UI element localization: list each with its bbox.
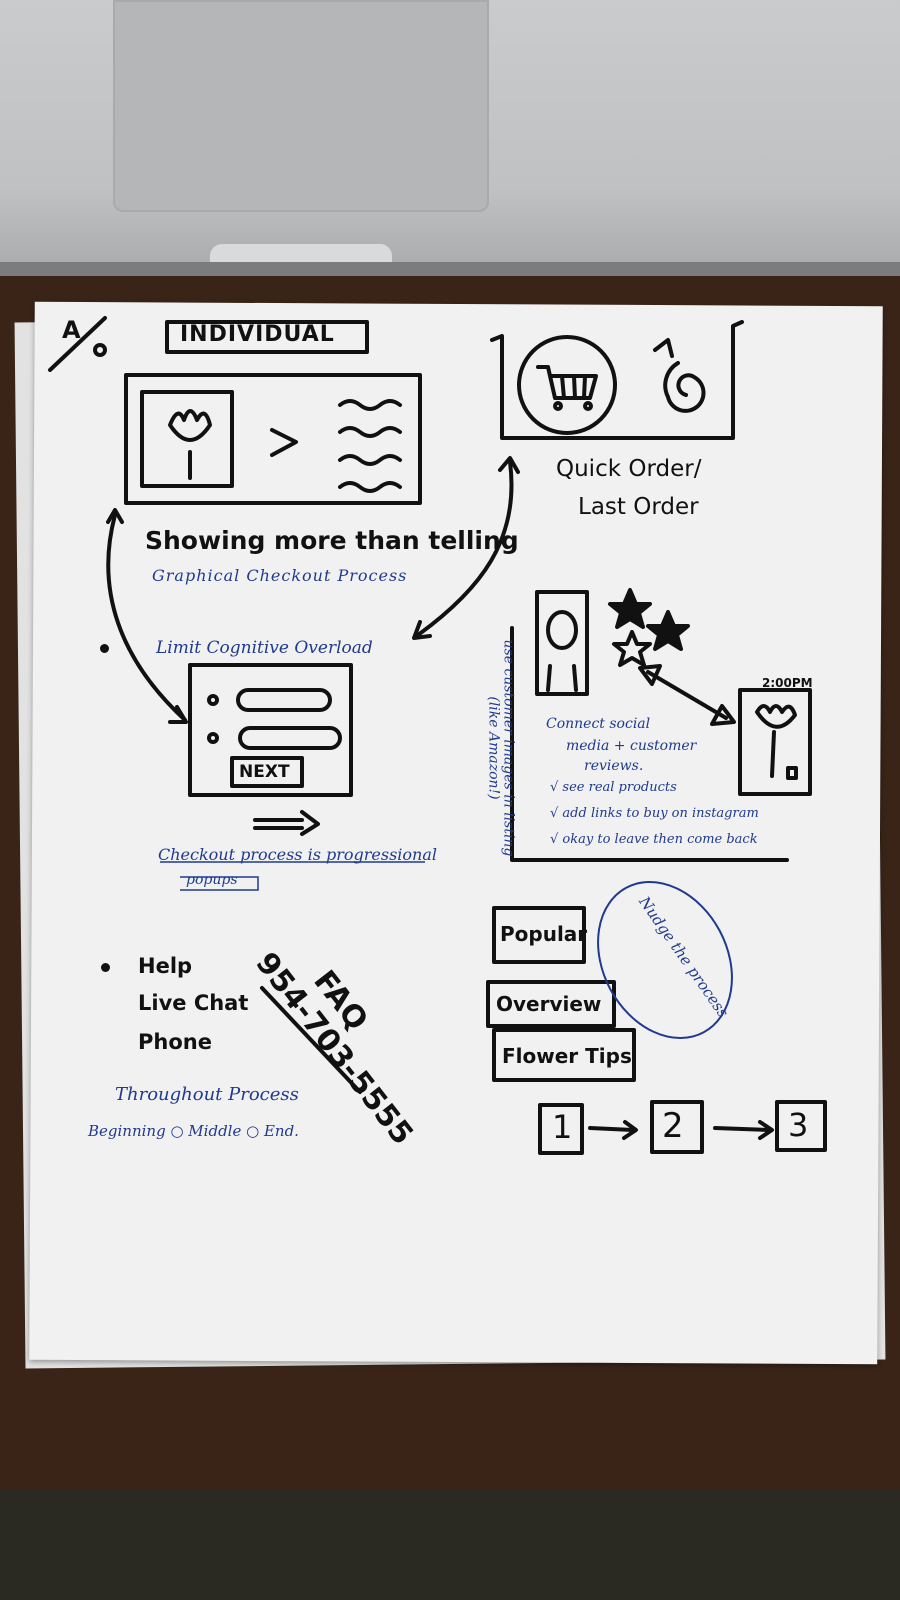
arrow-right-icon [253,810,320,836]
stages-note: Beginning ○ Middle ○ End. [88,1122,299,1140]
tab-overview-box [486,980,616,1028]
social-item: √ see real products [550,780,677,795]
step-1-box [538,1103,584,1155]
showing-subtitle: Graphical Checkout Process [152,566,408,585]
social-heading-3: reviews. [584,758,644,774]
next-button: NEXT [239,762,290,782]
page-marker: A [62,316,81,344]
laptop [0,0,900,270]
tulip-icon [168,409,212,442]
customer-images-note: use customer images in listing [500,639,517,857]
help-item: Phone [138,1030,212,1054]
help-item: Live Chat [138,991,249,1015]
form-mockup-frame [188,663,353,797]
phone-underline [260,986,362,1094]
social-item: √ add links to buy on instagram [550,806,759,821]
checkout-note: Checkout process is progressional [158,845,438,864]
laptop-edge [0,262,900,276]
tulip-icon [755,704,797,729]
like-amazon-note: (like Amazon!) [485,696,502,800]
bullet [100,644,109,653]
social-heading-2: media + customer [566,738,697,754]
step-1: 1 [552,1108,573,1146]
double-arrow-icon [646,670,728,720]
customer-photo-box [535,590,589,696]
chevron-right-icon [270,428,298,457]
tab-flower-tips: Flower Tips [502,1044,632,1068]
step-arrow [713,1120,774,1140]
arrow-curve-left [106,513,187,722]
phone-post-box [738,688,812,796]
help-item: Help [138,954,193,978]
step-2: 2 [662,1106,684,1146]
last-order-label: Last Order [578,494,699,520]
next-button-box [230,756,304,788]
star-outline-icon [612,630,652,667]
cart-circle [517,335,617,435]
step-3: 3 [788,1106,809,1144]
tab-flower-tips-box [492,1028,636,1082]
reorder-spiral-icon [663,361,706,413]
popups-note: popups [186,872,238,888]
corner-slash [48,316,107,372]
bullet [101,963,110,972]
step-2-box [650,1100,704,1154]
page-title: INDIVIDUAL [180,322,335,347]
social-item: √ okay to leave then come back [550,832,758,847]
tab-overview: Overview [496,992,602,1016]
tab-popular: Popular [500,922,588,946]
product-image-box [140,390,234,488]
arrow-curve-right [416,460,514,637]
throughout-note: Throughout Process [115,1084,299,1105]
step-arrow [588,1120,638,1140]
star-icon [608,588,652,629]
showing-heading: Showing more than telling [145,526,519,555]
product-card-frame [124,373,422,505]
cognitive-heading: Limit Cognitive Overload [156,638,373,658]
tab-popular-box [492,906,586,964]
time-label: 2:00PM [762,676,813,690]
quick-order-bracket [490,320,744,440]
laptop-trackpad [113,0,489,212]
social-bracket [510,626,789,862]
star-icon [646,610,690,651]
cart-icon [536,365,598,400]
quick-order-label: Quick Order/ [556,456,702,482]
corner-dot [93,343,107,357]
desk-shadow [0,1490,900,1600]
social-heading-1: Connect social [546,716,651,732]
step-3-box [775,1100,827,1152]
nudge-oval [597,880,733,1040]
title-box [165,320,369,354]
